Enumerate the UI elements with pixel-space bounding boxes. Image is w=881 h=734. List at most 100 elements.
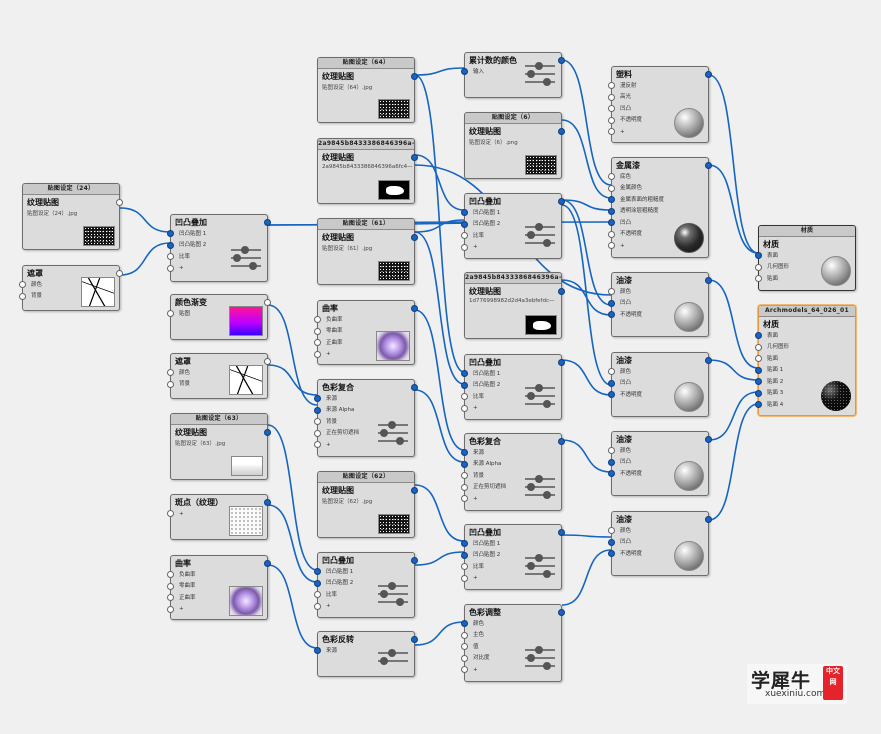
slider-track[interactable]	[525, 392, 555, 400]
input-port[interactable]	[755, 355, 762, 362]
slider-track[interactable]	[378, 657, 408, 665]
node-texture-map-24[interactable]: 贴图设定（24）纹理贴图贴图设定（24）.jpg	[22, 183, 123, 250]
input-port[interactable]	[608, 128, 615, 135]
input-port[interactable]	[167, 253, 174, 260]
slider-track[interactable]	[378, 598, 408, 606]
input-port[interactable]	[167, 230, 174, 237]
slider-knob[interactable]	[396, 437, 404, 445]
input-port[interactable]	[608, 288, 615, 295]
slider-knob[interactable]	[249, 262, 257, 270]
slider-knob[interactable]	[396, 598, 404, 606]
input-port[interactable]	[461, 243, 468, 251]
input-port[interactable]	[461, 404, 468, 412]
parameter-sliders[interactable]	[525, 475, 555, 502]
node-connection-wire[interactable]	[119, 242, 171, 276]
input-port[interactable]	[314, 327, 321, 335]
output-port[interactable]	[558, 57, 565, 64]
input-port[interactable]	[461, 483, 468, 491]
output-port[interactable]	[558, 128, 565, 135]
input-port[interactable]	[167, 582, 174, 590]
input-port[interactable]	[461, 460, 468, 468]
input-port[interactable]	[314, 441, 321, 448]
output-port[interactable]	[411, 487, 418, 494]
node-connection-wire[interactable]	[267, 304, 318, 406]
node-paint-2[interactable]: 油漆颜色凹凸不透明度	[608, 352, 712, 417]
input-port[interactable]	[608, 196, 615, 203]
slider-knob[interactable]	[535, 475, 543, 483]
input-port[interactable]	[461, 220, 468, 228]
node-speckle-texture[interactable]: 斑点（纹理）+	[167, 494, 271, 540]
output-port[interactable]	[558, 359, 565, 366]
slider-knob[interactable]	[527, 483, 535, 491]
input-port[interactable]	[314, 602, 321, 610]
node-connection-wire[interactable]	[414, 219, 465, 233]
input-port[interactable]	[608, 368, 615, 375]
output-port[interactable]	[264, 560, 271, 567]
node-curvature-2[interactable]: 曲率负曲率零曲率正曲率+	[314, 300, 418, 365]
output-port[interactable]	[558, 438, 565, 445]
node-connection-wire[interactable]	[119, 207, 171, 233]
input-port[interactable]	[314, 429, 321, 437]
node-connection-wire[interactable]	[708, 403, 759, 521]
input-port[interactable]	[167, 264, 174, 272]
output-port[interactable]	[264, 299, 271, 306]
output-port[interactable]	[705, 277, 712, 284]
slider-track[interactable]	[525, 554, 555, 562]
node-header[interactable]: 贴图设定（62）	[318, 472, 414, 483]
input-port[interactable]	[461, 393, 468, 400]
slider-track[interactable]	[231, 246, 261, 254]
slider-track[interactable]	[525, 70, 555, 78]
node-mask-2[interactable]: 遮罩颜色背景	[167, 353, 271, 399]
input-port[interactable]	[461, 370, 468, 377]
input-port[interactable]	[608, 93, 615, 101]
slider-knob[interactable]	[543, 78, 551, 86]
input-port[interactable]	[314, 406, 321, 414]
parameter-sliders[interactable]	[525, 62, 555, 89]
input-port[interactable]	[755, 389, 762, 397]
node-paint-4[interactable]: 油漆颜色凹凸不透明度	[608, 511, 712, 576]
node-texture-map-63[interactable]: 贴图设定（63）纹理贴图贴图设定（63）.jpg	[170, 413, 271, 480]
parameter-sliders[interactable]	[525, 554, 555, 581]
slider-knob[interactable]	[527, 392, 535, 400]
output-port[interactable]	[558, 288, 565, 295]
slider-knob[interactable]	[527, 231, 535, 239]
input-port[interactable]	[19, 292, 26, 300]
input-port[interactable]	[608, 470, 615, 477]
slider-track[interactable]	[231, 262, 261, 270]
node-color-invert[interactable]: 色彩反转来源	[314, 631, 418, 677]
slider-knob[interactable]	[543, 400, 551, 408]
input-port[interactable]	[608, 207, 615, 215]
slider-knob[interactable]	[241, 246, 249, 254]
input-port[interactable]	[461, 643, 468, 650]
node-connection-wire[interactable]	[708, 164, 759, 254]
node-texture-map-64[interactable]: 贴图设定（64）纹理贴图贴图设定（64）.jpg	[317, 57, 418, 123]
node-paint-3[interactable]: 油漆颜色凹凸不透明度	[608, 431, 712, 496]
input-port[interactable]	[608, 550, 615, 557]
slider-knob[interactable]	[527, 562, 535, 570]
slider-knob[interactable]	[543, 239, 551, 247]
node-connection-wire[interactable]	[267, 504, 318, 583]
input-port[interactable]	[314, 418, 321, 425]
node-header[interactable]: 2a9845b8433386846396a—	[318, 139, 414, 150]
input-port[interactable]	[461, 551, 468, 559]
slider-knob[interactable]	[527, 70, 535, 78]
parameter-sliders[interactable]	[378, 421, 408, 448]
node-texture-map-61[interactable]: 贴图设定（61）纹理贴图贴图设定（61）.jpg	[317, 218, 418, 285]
output-port[interactable]	[411, 305, 418, 312]
node-connection-wire[interactable]	[414, 309, 465, 451]
input-port[interactable]	[461, 540, 468, 547]
input-port[interactable]	[755, 343, 762, 351]
output-port[interactable]	[705, 516, 712, 523]
slider-knob[interactable]	[388, 649, 396, 657]
node-connection-wire[interactable]	[708, 391, 759, 441]
input-port[interactable]	[461, 232, 468, 239]
input-port[interactable]	[461, 68, 468, 75]
parameter-sliders[interactable]	[378, 649, 408, 668]
input-port[interactable]	[314, 339, 321, 346]
